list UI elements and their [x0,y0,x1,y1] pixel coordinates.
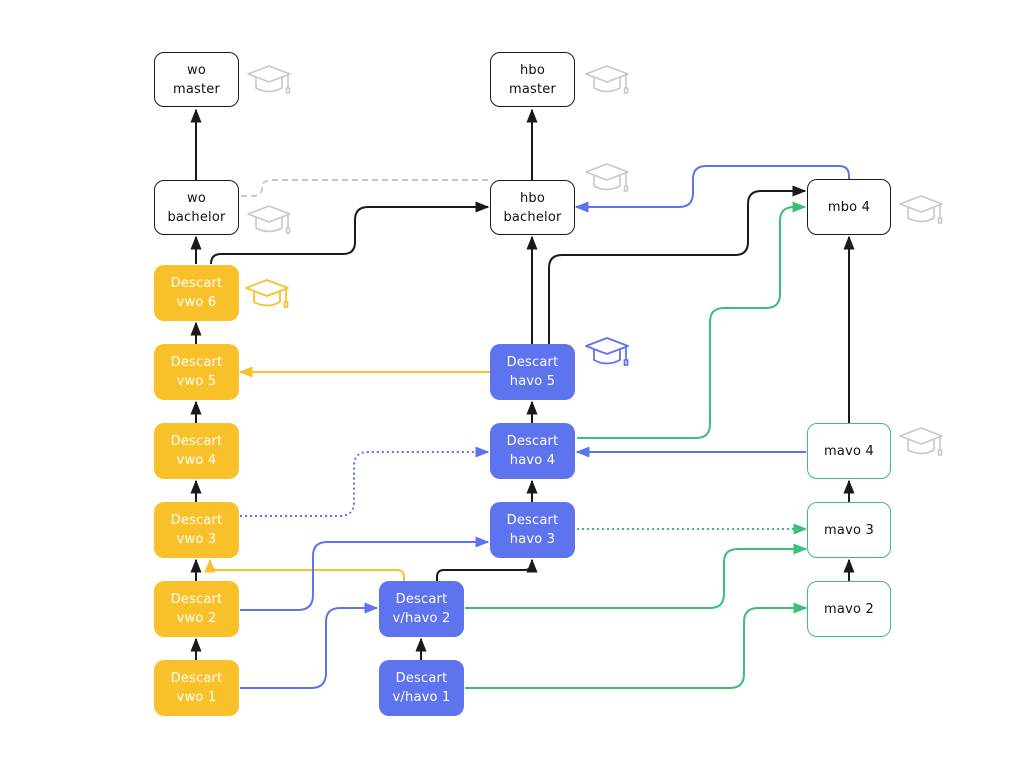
graduation-cap-icon [899,195,943,224]
graduation-cap-icon [245,279,289,308]
graduation-cap-icon [247,65,291,94]
node-havo3-line2: havo 3 [509,532,556,547]
node-havo3[interactable]: Descart havo 3 [490,502,575,558]
node-vwo4-line1: Descart [170,434,223,449]
edge-vwo6-to-hbo-bachelor [210,201,490,265]
node-vwo3[interactable]: Descart vwo 3 [154,502,239,558]
edge-vwo3-to-havo4-dotted [240,446,490,517]
graduation-cap-icon [585,163,629,192]
edge-vhavo2-to-havo3 [436,558,538,581]
node-hbo-master-line2: master [508,81,557,97]
node-vwo2-line1: Descart [170,592,223,607]
edge-hbo-bachelor-to-wo-bachelor-dashed [240,179,488,197]
node-wo-master-line2: master [172,81,221,97]
node-vhavo1[interactable]: Descart v/havo 1 [379,660,464,716]
node-vwo3-line2: vwo 3 [176,532,217,547]
node-mbo4[interactable]: mbo 4 [807,179,891,235]
node-vwo1[interactable]: Descart vwo 1 [154,660,239,716]
node-vwo6[interactable]: Descart vwo 6 [154,265,239,321]
node-havo3-line1: Descart [506,513,559,528]
node-hbo-bachelor[interactable]: hbo bachelor [490,180,575,235]
node-mavo2-label: mavo 2 [824,601,874,617]
node-havo5[interactable]: Descart havo 5 [490,344,575,400]
node-vhavo2-line1: Descart [395,592,448,607]
edge-havo4-to-mbo4 [577,201,807,439]
node-havo4-line1: Descart [506,434,559,449]
node-havo5-line1: Descart [506,355,559,370]
node-wo-master[interactable]: wo master [154,52,239,107]
connections-black [190,108,855,660]
node-hbo-master[interactable]: hbo master [490,52,575,107]
node-vhavo2-line2: v/havo 2 [392,611,451,626]
node-vwo2-line2: vwo 2 [176,611,217,626]
node-vwo1-line1: Descart [170,671,223,686]
node-havo5-line2: havo 5 [509,374,556,389]
edge-vhavo2-to-vwo3 [204,558,405,581]
node-vhavo2[interactable]: Descart v/havo 2 [379,581,464,637]
edge-mbo4-to-hbo-bachelor [574,165,850,213]
node-wo-bachelor[interactable]: wo bachelor [154,180,239,235]
node-vwo5-line1: Descart [170,355,223,370]
node-vwo4[interactable]: Descart vwo 4 [154,423,239,479]
edge-vhavo1-to-mavo2 [465,602,808,689]
node-mbo4-label: mbo 4 [827,199,871,215]
node-hbo-bachelor-line1: hbo [519,190,546,206]
node-vwo4-line2: vwo 4 [176,453,217,468]
node-wo-bachelor-line1: wo [187,190,206,206]
node-mavo4-label: mavo 4 [824,443,874,459]
node-mavo2[interactable]: mavo 2 [807,581,891,637]
graduation-cap-icon [585,65,629,94]
edge-vwo1-to-vhavo2 [240,602,379,689]
node-vwo2[interactable]: Descart vwo 2 [154,581,239,637]
graduation-cap-icon [585,337,629,366]
node-havo4[interactable]: Descart havo 4 [490,423,575,479]
connections-gray [240,179,488,197]
node-vwo1-line2: vwo 1 [176,690,217,705]
node-vwo3-line1: Descart [170,513,223,528]
node-wo-bachelor-line2: bachelor [167,209,226,225]
node-vwo5[interactable]: Descart vwo 5 [154,344,239,400]
connections-blue [240,165,850,689]
connections-green [465,201,808,689]
node-vhavo1-line2: v/havo 1 [392,690,451,705]
node-hbo-master-line1: hbo [519,62,546,78]
node-mavo3-label: mavo 3 [824,522,874,538]
edge-havo5-to-mbo4 [548,185,807,344]
node-vwo6-line2: vwo 6 [176,295,217,310]
graduation-cap-icon [899,427,943,456]
node-hbo-bachelor-line2: bachelor [503,209,562,225]
node-vwo5-line2: vwo 5 [176,374,217,389]
graduation-cap-icon [247,205,291,234]
node-mavo4[interactable]: mavo 4 [807,423,891,479]
node-wo-master-line1: wo [187,62,206,78]
node-havo4-line2: havo 4 [509,453,556,468]
edge-vwo2-to-havo3 [240,536,490,611]
node-vwo6-line1: Descart [170,276,223,291]
edge-vhavo2-to-mavo3 [465,543,808,609]
node-mavo3[interactable]: mavo 3 [807,502,891,558]
connections-yellow [204,366,490,581]
node-vhavo1-line1: Descart [395,671,448,686]
